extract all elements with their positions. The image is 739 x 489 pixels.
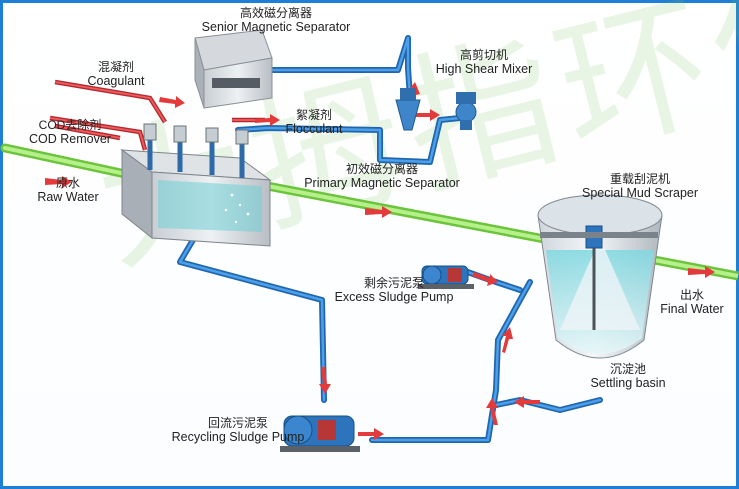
label-primary-separator: 初效磁分离器 Primary Magnetic Separator <box>304 162 460 190</box>
label-cod-remover: COD去除剂 COD Remover <box>29 118 111 146</box>
label-en: Excess Sludge Pump <box>334 290 454 304</box>
recycling-sludge-pump <box>280 415 360 452</box>
main-water-line <box>0 143 739 281</box>
settling-basin <box>537 194 663 359</box>
label-senior-separator: 高效磁分离器 Senior Magnetic Separator <box>202 6 351 34</box>
label-cn: 回流污泥泵 <box>207 416 268 430</box>
senior-magnetic-separator <box>194 29 273 142</box>
label-excess-sludge-pump: 剩余污泥泵 Excess Sludge Pump <box>335 276 454 304</box>
label-cn: 重载刮泥机 <box>609 172 670 186</box>
label-cn: 高效磁分离器 <box>239 6 313 20</box>
label-cn: 原水 <box>55 176 81 190</box>
label-en: Primary Magnetic Separator <box>304 176 460 190</box>
label-en: Flocculant <box>285 122 343 136</box>
high-shear-mixer <box>395 88 477 131</box>
label-en: High Shear Mixer <box>435 62 533 76</box>
label-cn: 絮凝剂 <box>295 108 333 122</box>
sludge-pipes <box>177 35 603 443</box>
excess-sludge-pump <box>418 265 474 289</box>
label-flocculant: 絮凝剂 Flocculant <box>286 108 343 136</box>
flow-arrows <box>45 82 715 440</box>
label-cn: 出水 <box>679 288 705 302</box>
label-cn: COD去除剂 <box>38 118 102 132</box>
label-en: Final Water <box>660 302 724 316</box>
label-coagulant: 混凝剂 Coagulant <box>88 60 145 88</box>
label-recycling-sludge-pump: 回流污泥泵 Recycling Sludge Pump <box>172 416 305 444</box>
label-cn: 混凝剂 <box>97 60 134 74</box>
label-en: COD Remover <box>29 132 111 146</box>
label-high-shear-mixer: 高剪切机 High Shear Mixer <box>436 48 533 76</box>
label-raw-water: 原水 Raw Water <box>37 176 98 204</box>
label-en: Settling basin <box>590 376 666 390</box>
label-en: Recycling Sludge Pump <box>171 430 305 444</box>
chemical-pipes <box>49 79 265 151</box>
label-cn: 沉淀池 <box>609 362 646 376</box>
label-en: Special Mud Scraper <box>581 186 699 200</box>
label-cn: 剩余污泥泵 <box>363 276 424 290</box>
label-mud-scraper: 重载刮泥机 Special Mud Scraper <box>582 172 698 200</box>
label-final-water: 出水 Final Water <box>660 288 723 316</box>
primary-magnetic-separator <box>120 123 272 247</box>
label-cn: 初效磁分离器 <box>345 162 418 176</box>
label-en: Raw Water <box>37 190 99 204</box>
label-cn: 高剪切机 <box>459 48 509 62</box>
label-settling-basin: 沉淀池 Settling basin <box>590 362 665 390</box>
label-en: Coagulant <box>87 74 145 88</box>
label-en: Senior Magnetic Separator <box>201 20 351 34</box>
